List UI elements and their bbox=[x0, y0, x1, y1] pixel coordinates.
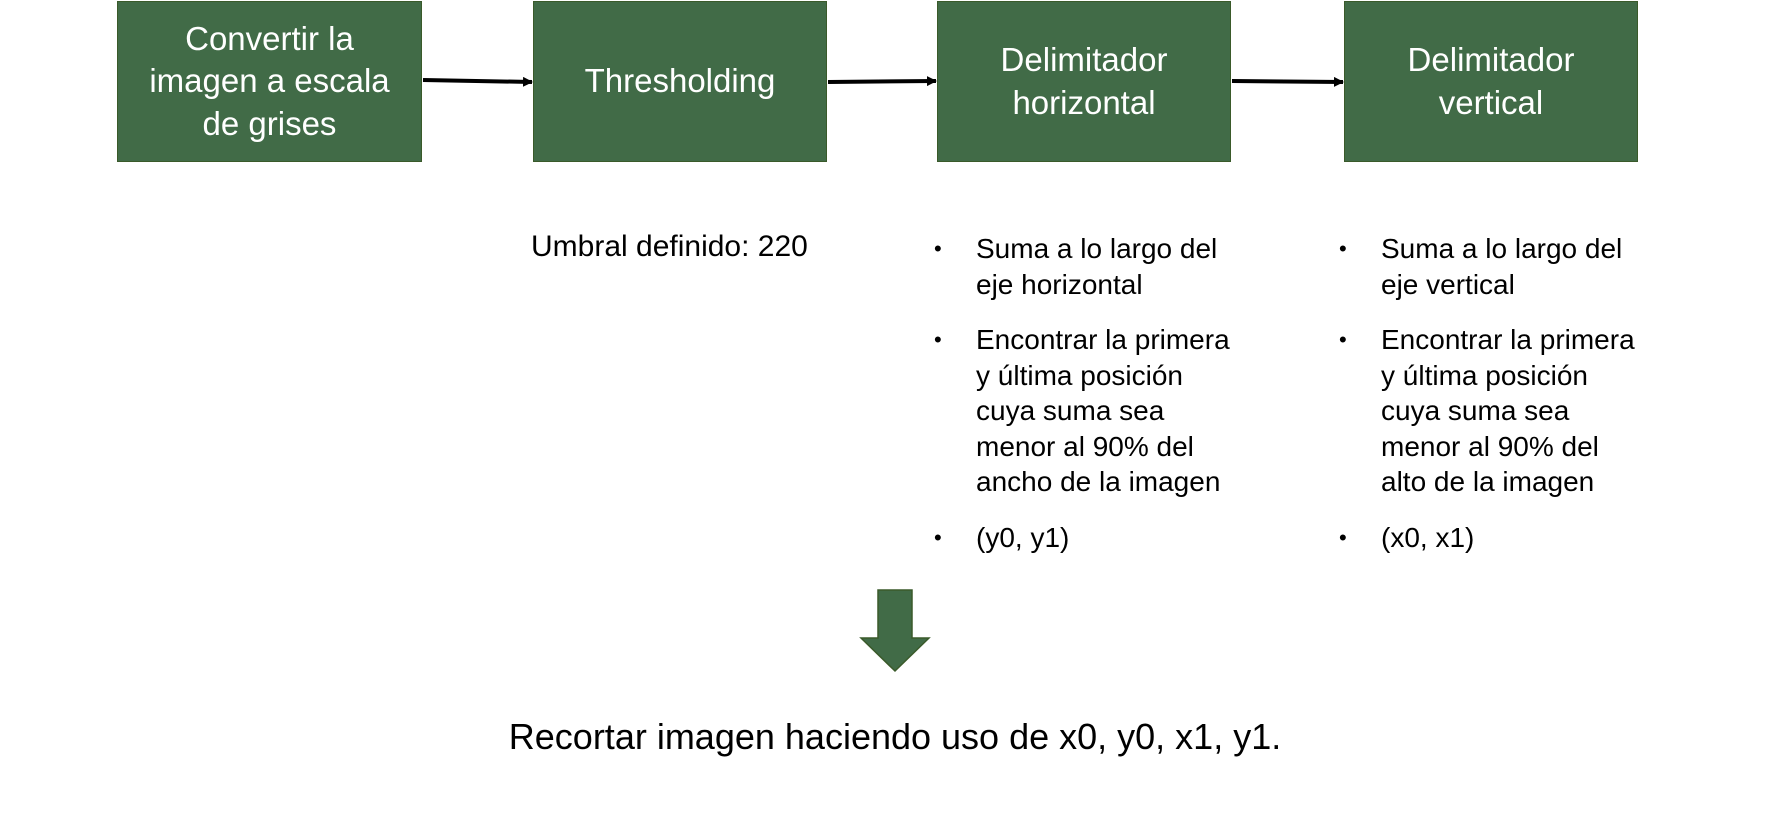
arrow-threshold-to-horizontal bbox=[827, 76, 937, 87]
step-label-vertical-delimiter: Delimitador vertical bbox=[1407, 41, 1575, 121]
step-label-grayscale: Convertir la imagen a escala de grises bbox=[149, 20, 390, 142]
arrow-grayscale-to-threshold bbox=[422, 76, 533, 87]
step-box-vertical-delimiter: Delimitador vertical bbox=[1344, 1, 1638, 162]
arrow-horizontal-to-vertical bbox=[1231, 76, 1344, 87]
vertical-item-find-positions: Encontrar la primera y última posición c… bbox=[1339, 322, 1669, 500]
down-arrow-icon bbox=[859, 589, 931, 673]
horizontal-item-sum: Suma a lo largo del eje horizontal bbox=[934, 231, 1264, 302]
step-box-grayscale: Convertir la imagen a escala de grises bbox=[117, 1, 422, 162]
horizontal-item-find-positions: Encontrar la primera y última posición c… bbox=[934, 322, 1264, 500]
vertical-item-output: (x0, x1) bbox=[1339, 520, 1669, 556]
crop-instruction: Recortar imagen haciendo uso de x0, y0, … bbox=[508, 716, 1282, 757]
step-box-horizontal-delimiter: Delimitador horizontal bbox=[937, 1, 1231, 162]
threshold-note: Umbral definido: 220 bbox=[531, 230, 808, 263]
horizontal-delimiter-list: Suma a lo largo del eje horizontal Encon… bbox=[934, 231, 1264, 575]
vertical-delimiter-list: Suma a lo largo del eje vertical Encontr… bbox=[1339, 231, 1669, 575]
horizontal-item-output: (y0, y1) bbox=[934, 520, 1264, 556]
vertical-item-sum: Suma a lo largo del eje vertical bbox=[1339, 231, 1669, 302]
step-label-thresholding: Thresholding bbox=[584, 62, 776, 100]
step-box-thresholding: Thresholding bbox=[533, 1, 827, 162]
step-label-horizontal-delimiter: Delimitador horizontal bbox=[1000, 41, 1168, 121]
